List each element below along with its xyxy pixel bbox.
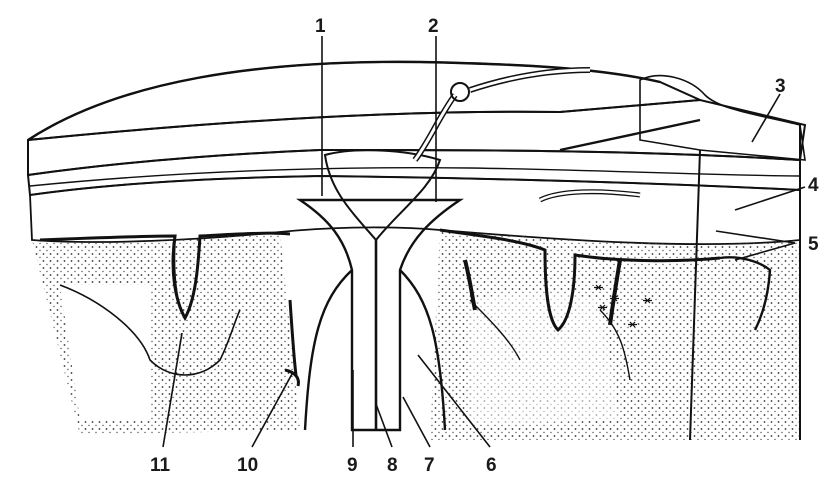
callout-3: 3 (775, 76, 786, 97)
callout-7: 7 (424, 455, 435, 476)
white-matter (60, 285, 620, 425)
scalp-layer (28, 62, 700, 140)
callout-6: 6 (486, 455, 497, 476)
callout-9: 9 (347, 455, 358, 476)
callout-2: 2 (428, 16, 439, 37)
callout-5: 5 (808, 234, 819, 255)
skull-bone-layer (28, 100, 805, 175)
callout-11: 11 (150, 455, 171, 476)
callout-8: 8 (387, 455, 398, 476)
callout-1: 1 (315, 16, 326, 37)
callout-10: 10 (237, 455, 258, 476)
subarachnoid-mesh (30, 176, 800, 244)
callout-4: 4 (808, 175, 819, 196)
